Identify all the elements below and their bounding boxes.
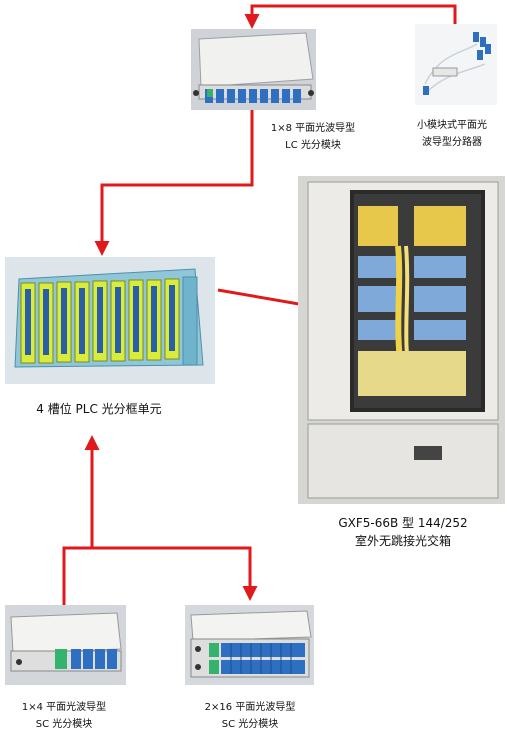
caption-line: 波导型分路器	[422, 137, 482, 148]
frame-unit-caption: 4 槽位 PLC 光分框单元	[14, 400, 184, 418]
arrow-sc-modules-to-frame	[62, 435, 100, 605]
caption-line: LC 光分模块	[285, 140, 341, 151]
sc-2x16-module-image	[185, 605, 314, 685]
caption-line: 2×16 平面光波导型	[204, 702, 296, 713]
lc-module-caption: 1×8 平面光波导型 LC 光分模块	[258, 120, 368, 154]
cabinet-image	[298, 176, 505, 504]
sc-2x16-caption: 2×16 平面光波导型 SC 光分模块	[188, 699, 312, 733]
arrow-lc-module-to-frame	[94, 110, 254, 256]
caption-line: 1×4 平面光波导型	[21, 702, 107, 713]
cabinet-caption: GXF5-66B 型 144/252 室外无跳接光交箱	[308, 514, 498, 550]
arrow-splitter-to-lc-module	[244, 4, 457, 29]
caption-line: 室外无跳接光交箱	[354, 534, 451, 548]
caption-line: SC 光分模块	[35, 719, 93, 730]
caption-line: 小模块式平面光	[417, 120, 487, 131]
caption-line: SC 光分模块	[221, 719, 279, 730]
caption-line: GXF5-66B 型 144/252	[338, 516, 468, 530]
arrow-frame-to-sc-2x16	[92, 546, 258, 601]
sc-1x4-module-image	[5, 605, 126, 685]
mini-splitter-caption: 小模块式平面光 波导型分路器	[400, 117, 504, 151]
mini-splitter-image	[415, 24, 497, 105]
frame-unit-image	[5, 257, 215, 384]
caption-line: 4 槽位 PLC 光分框单元	[36, 402, 162, 416]
sc-1x4-caption: 1×4 平面光波导型 SC 光分模块	[8, 699, 120, 733]
lc-module-image	[191, 29, 316, 110]
caption-line: 1×8 平面光波导型	[270, 123, 356, 134]
